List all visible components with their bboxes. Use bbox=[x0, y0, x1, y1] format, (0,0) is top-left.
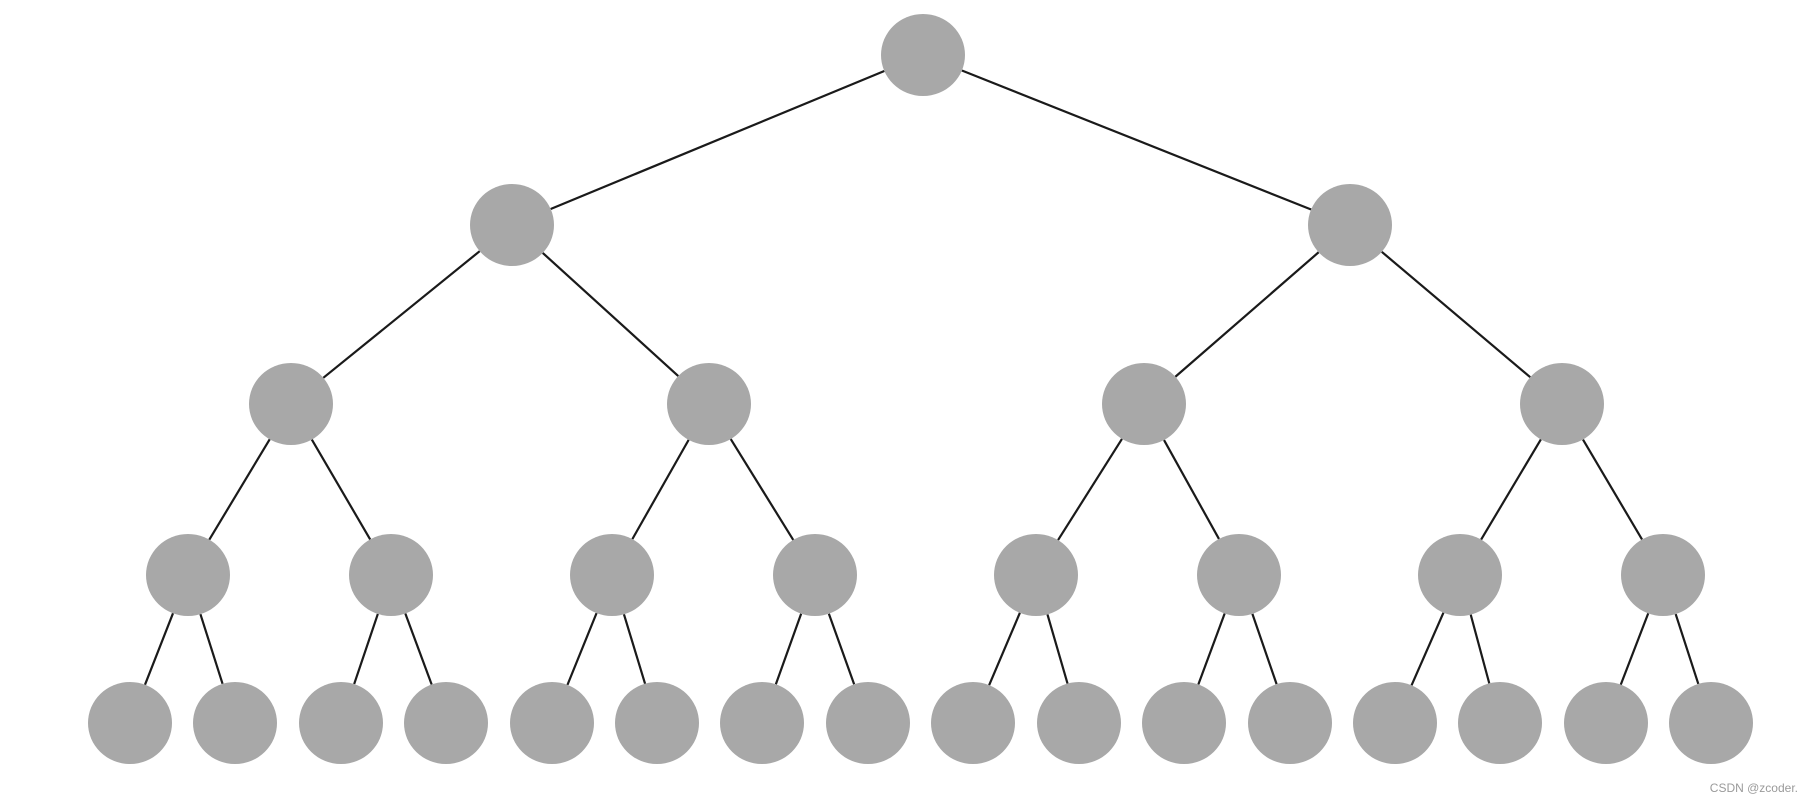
tree-node bbox=[299, 682, 383, 764]
tree-node bbox=[1418, 534, 1502, 616]
tree-edge bbox=[988, 612, 1021, 686]
tree-node bbox=[826, 682, 910, 764]
tree-edge bbox=[1057, 438, 1123, 541]
tree-node bbox=[1621, 534, 1705, 616]
tree-edge bbox=[199, 613, 224, 685]
tree-node bbox=[615, 682, 699, 764]
tree-edge bbox=[1174, 251, 1320, 378]
tree-edge bbox=[1582, 438, 1643, 541]
tree-node bbox=[994, 534, 1078, 616]
tree-node bbox=[1520, 363, 1604, 445]
tree-node bbox=[470, 184, 554, 266]
tree-edge bbox=[1469, 614, 1491, 684]
tree-node bbox=[1197, 534, 1281, 616]
tree-node bbox=[881, 14, 965, 96]
tree-node bbox=[349, 534, 433, 616]
tree-node bbox=[1248, 682, 1332, 764]
tree-edge bbox=[208, 438, 271, 541]
tree-node bbox=[404, 682, 488, 764]
tree-edge bbox=[961, 69, 1312, 211]
watermark-text: CSDN @zcoder. bbox=[1709, 781, 1798, 795]
tree-node bbox=[1308, 184, 1392, 266]
tree-edge bbox=[542, 252, 679, 377]
tree-node bbox=[1564, 682, 1648, 764]
tree-edge bbox=[143, 612, 175, 686]
tree-edge bbox=[1480, 438, 1542, 541]
tree-node bbox=[667, 363, 751, 445]
tree-node bbox=[88, 682, 172, 764]
tree-edge bbox=[1163, 439, 1220, 540]
tree-edge bbox=[1381, 250, 1531, 379]
tree-edge bbox=[827, 613, 856, 685]
tree-node bbox=[510, 682, 594, 764]
tree-node bbox=[1102, 363, 1186, 445]
tree-edge bbox=[566, 612, 598, 686]
tree-edge bbox=[550, 69, 885, 211]
tree-node bbox=[931, 682, 1015, 764]
tree-edge bbox=[353, 613, 379, 685]
tree-node bbox=[1353, 682, 1437, 764]
tree-edge bbox=[322, 250, 481, 379]
tree-edge bbox=[1046, 614, 1069, 684]
tree-edge bbox=[774, 613, 803, 685]
tree-node bbox=[570, 534, 654, 616]
tree-node bbox=[720, 682, 804, 764]
tree-edge bbox=[622, 613, 647, 685]
tree-edge bbox=[404, 613, 433, 685]
tree-node bbox=[773, 534, 857, 616]
tree-node bbox=[249, 363, 333, 445]
tree-node bbox=[1458, 682, 1542, 764]
tree-edge bbox=[1619, 612, 1650, 686]
tree-node bbox=[193, 682, 277, 764]
tree-node bbox=[1669, 682, 1753, 764]
tree-edge bbox=[729, 438, 795, 541]
tree-node bbox=[146, 534, 230, 616]
tree-edge bbox=[1197, 613, 1226, 685]
tree-edge bbox=[1251, 613, 1278, 685]
tree-edge bbox=[310, 439, 372, 540]
tree-edge bbox=[1410, 612, 1445, 686]
tree-nodes bbox=[88, 14, 1753, 764]
tree-edges bbox=[143, 69, 1700, 686]
tree-node bbox=[1142, 682, 1226, 764]
tree-edge bbox=[631, 439, 690, 540]
tree-node bbox=[1037, 682, 1121, 764]
tree-edge bbox=[1674, 613, 1700, 685]
